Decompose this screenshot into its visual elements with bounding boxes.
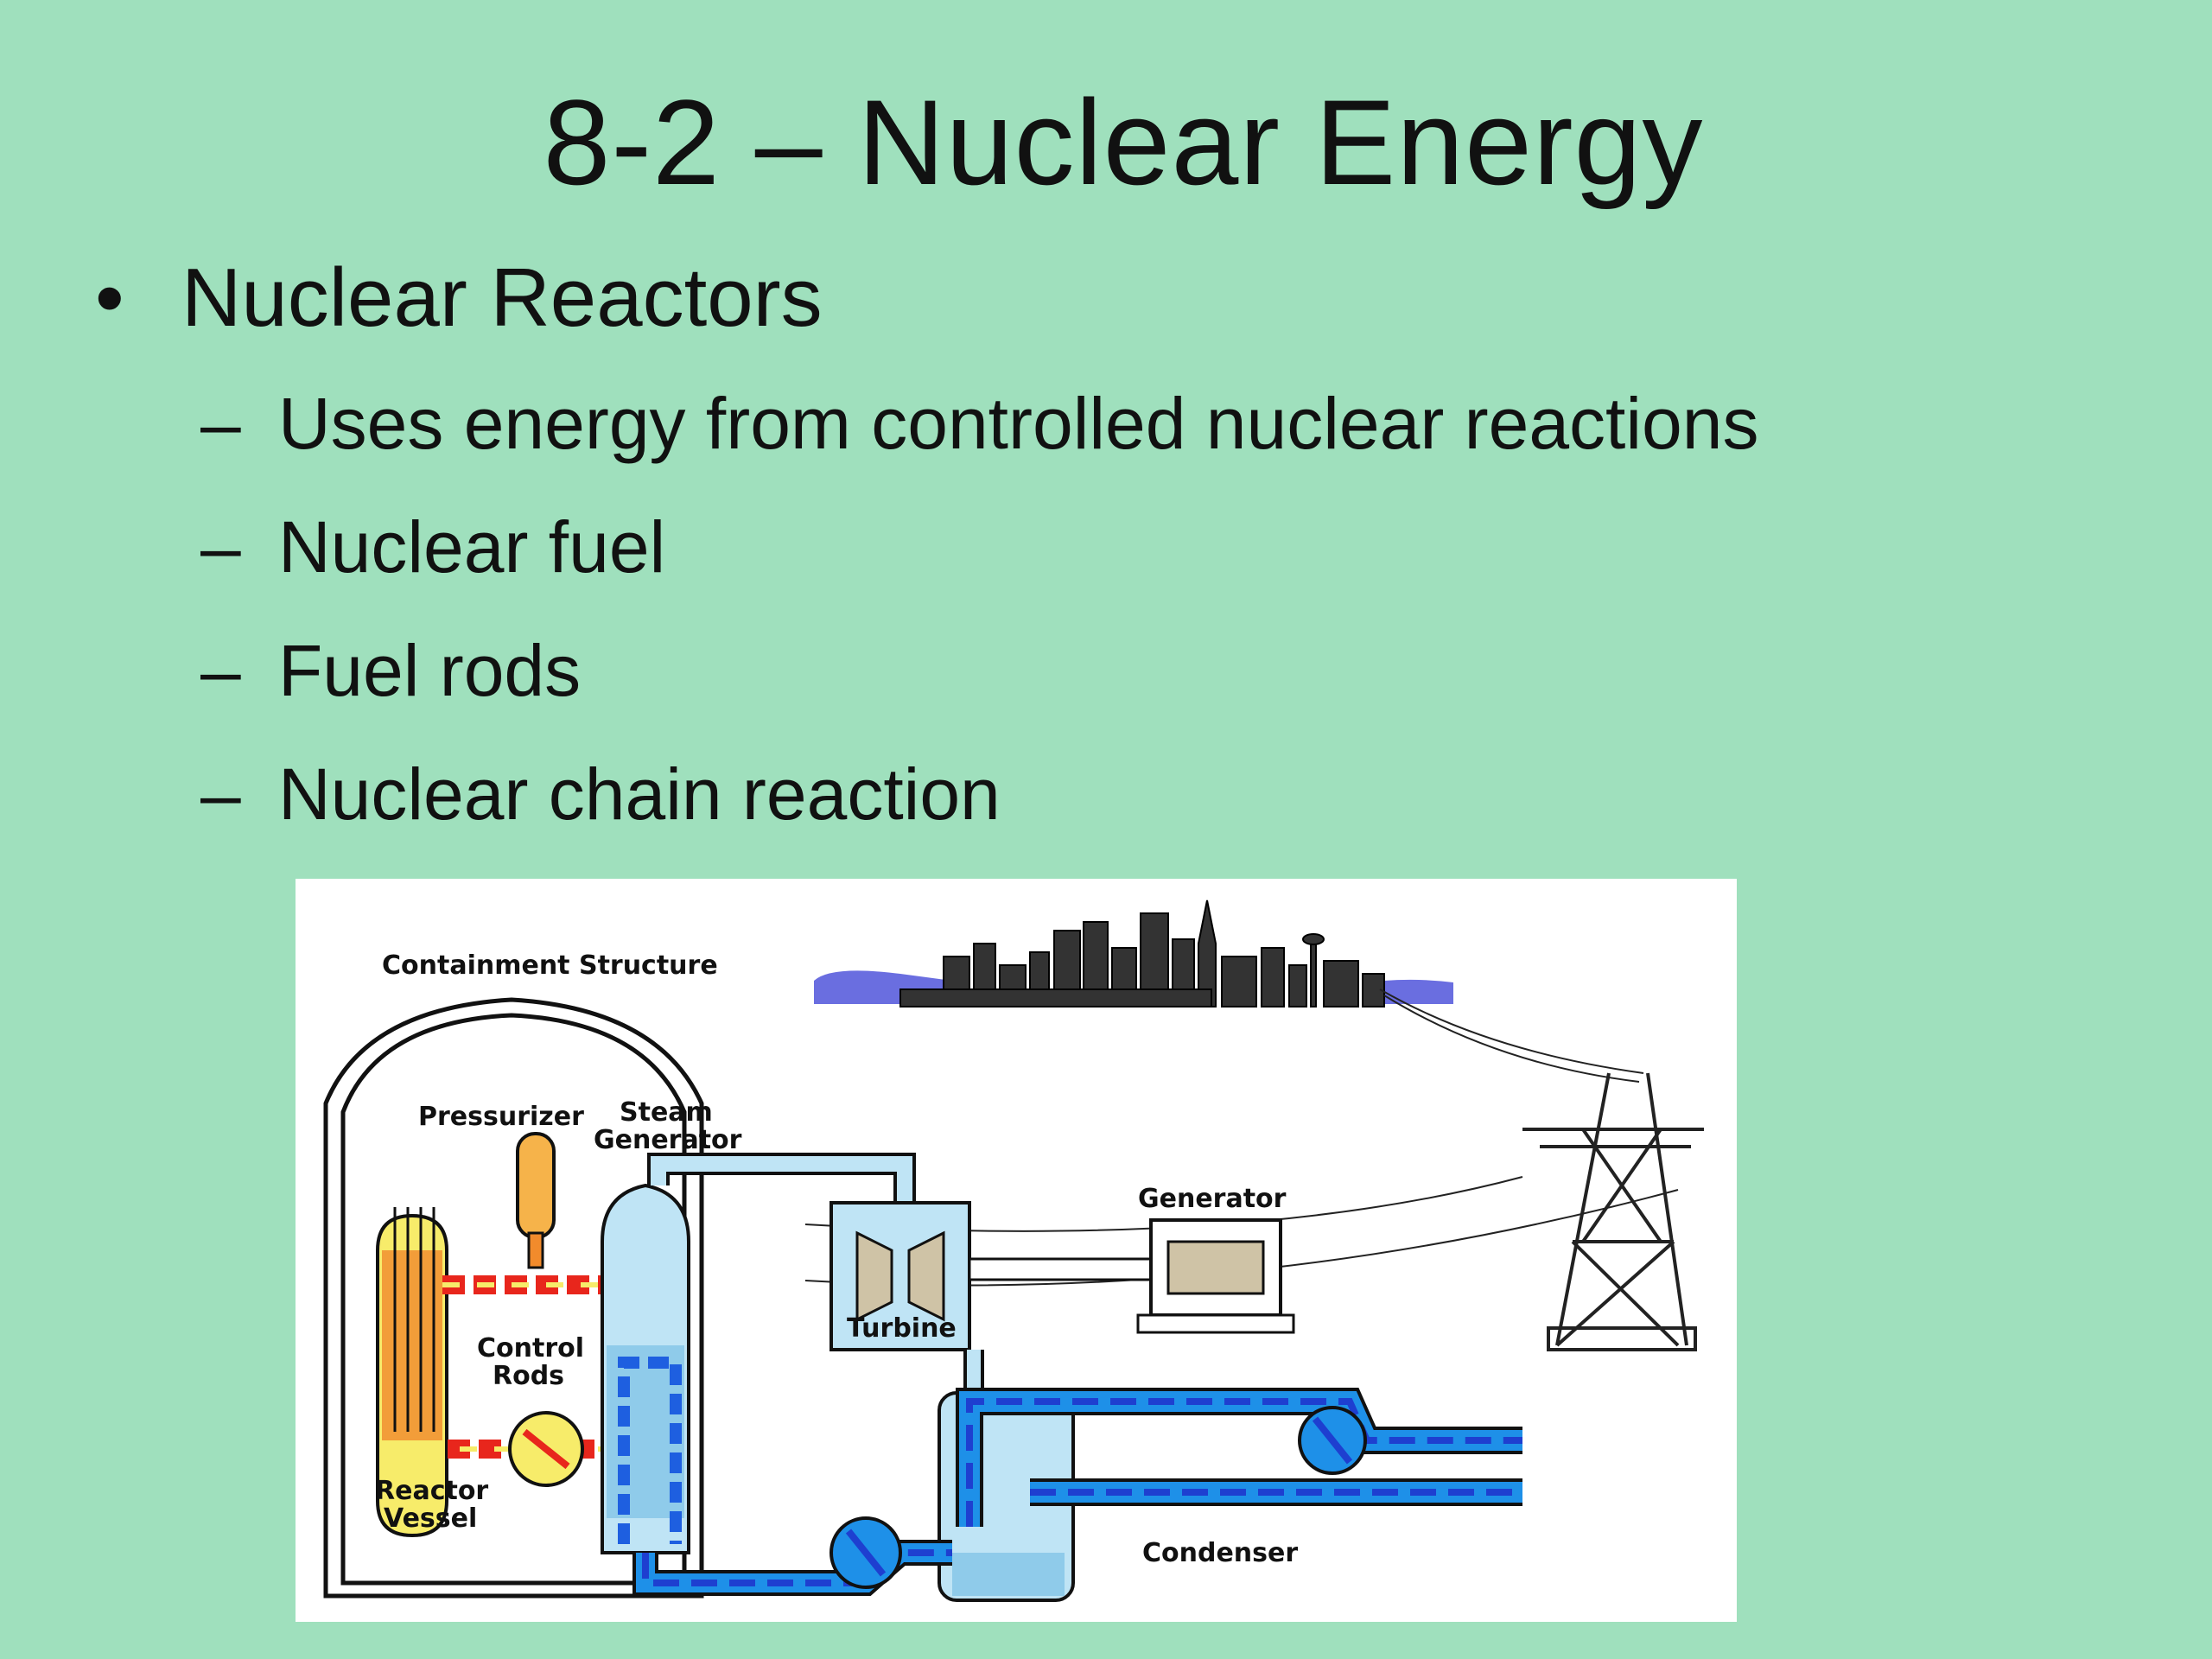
label-control-rods-2: Rods [493,1361,564,1391]
sub-item-text: Uses energy from controlled nuclear reac… [278,383,1759,464]
sub-item-text: Nuclear chain reaction [278,753,1001,835]
label-generator: Generator [1138,1184,1287,1214]
bullet-text: Nuclear Reactors [181,251,823,344]
sub-item: –Fuel rods [200,627,581,714]
slide-title: 8-2 – Nuclear Energy [543,74,1704,210]
steam-generator [601,1183,690,1554]
turbine [830,1201,1161,1351]
dash-icon: – [200,630,241,711]
label-pressurizer: Pressurizer [418,1102,584,1132]
label-containment: Containment Structure [382,950,718,981]
reactor-diagram: Containment Structure Pressurizer Steam … [296,879,1737,1622]
dash-icon: – [200,383,241,464]
bullet-nuclear-reactors: • Nuclear Reactors [95,251,823,346]
dash-icon: – [200,506,241,588]
label-turbine: Turbine [847,1313,957,1344]
label-control-rods: Control [477,1333,584,1363]
feedwater-return [632,1516,952,1596]
label-reactor-vessel-2: Vessel [384,1503,477,1534]
pressurizer [516,1132,556,1269]
sub-item-text: Nuclear fuel [278,506,666,588]
city-skyline-icon [814,899,1453,1007]
sub-item: –Uses energy from controlled nuclear rea… [200,380,1758,467]
steam-pipe [647,1153,916,1203]
reactor-vessel [376,1207,448,1538]
sub-item: –Nuclear chain reaction [200,751,1001,837]
label-steam-generator-2: Generator [594,1125,742,1155]
generator [1136,1218,1295,1334]
sub-item-text: Fuel rods [278,630,582,711]
label-reactor-vessel: Reactor [375,1476,488,1506]
sub-item: –Nuclear fuel [200,504,665,590]
reactor-pump-icon [508,1411,584,1487]
label-condenser: Condenser [1142,1538,1298,1568]
dash-icon: – [200,753,241,835]
bullet-dot-icon: • [95,251,124,344]
cooling-water-loop [956,1388,1522,1527]
label-steam-generator: Steam [620,1097,713,1128]
transmission-tower-icon [1522,1072,1704,1351]
